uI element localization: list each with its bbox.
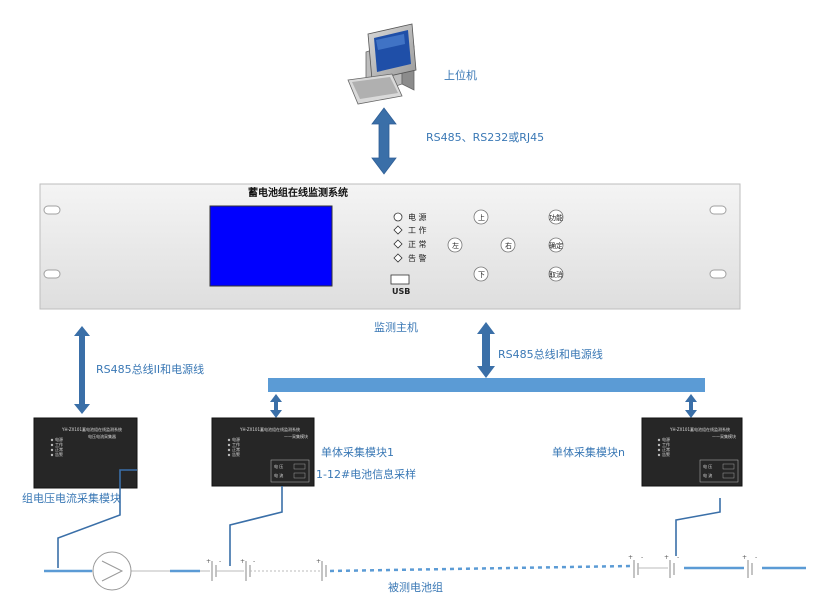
key-func-button[interactable] [548, 209, 564, 225]
cell-module-1-label: 单体采集模块1 [321, 445, 394, 459]
key-cancel-label: 取消 [549, 270, 563, 279]
cell-1-led-power: 电源 [232, 436, 240, 442]
key-down-button[interactable] [473, 266, 489, 282]
work-indicator-icon [393, 225, 403, 235]
cell-plus-4: + [628, 554, 633, 561]
link-top-label: RS485、RS232或RJ45 [426, 131, 544, 144]
cell-n-led-power: 电源 [662, 436, 670, 442]
key-ok-label: 确定 [549, 241, 563, 250]
group-led-normal: 正常 [55, 446, 63, 452]
cell-plus-5: + [664, 554, 669, 561]
battery-group-label: 被测电池组 [388, 580, 443, 594]
current-sensor-icon [92, 551, 132, 591]
usb-label: USB [392, 287, 410, 296]
cell-1-row-current: 电 流 [274, 472, 283, 478]
cell-n-led-work: 工作 [662, 441, 670, 447]
bus-left-label: RS485总线II和电源线 [96, 362, 204, 376]
cell-minus-4: - [641, 554, 643, 561]
cell-1-led-normal: 正常 [232, 446, 240, 452]
group-led-power: 电源 [55, 436, 63, 442]
indicator-power: 电 源 [408, 212, 427, 222]
cell-minus-1: - [219, 558, 221, 565]
cell-module-n-subtitle: ——采集模块 [712, 433, 736, 439]
key-left-label: 左 [452, 241, 459, 250]
key-up-label: 上 [478, 213, 485, 222]
bus-left-arrow [74, 326, 90, 414]
cell-module-1-desc: 1-12#电池信息采样 [316, 467, 416, 481]
group-module-title: YH-ZX101蓄电池组在线监测系统 [61, 426, 122, 432]
cell-plus-3: + [316, 558, 321, 565]
cell-1-led-work: 工作 [232, 441, 240, 447]
alarm-indicator-icon [393, 253, 403, 263]
link-top-arrow [371, 107, 397, 175]
battery-string: + - + - + + - + - + - [44, 551, 806, 591]
indicator-normal: 正 常 [408, 240, 427, 249]
lcd-screen [209, 205, 333, 287]
cell-1-row-voltage: 电 压 [274, 463, 283, 469]
cell-module-n: YH-ZX101蓄电池组在线监测系统 ——采集模块 电源 工作 正常 告警 电 … [641, 417, 743, 487]
sampling-leads [57, 469, 721, 568]
group-led-work: 工作 [55, 441, 63, 447]
cell-n-led-alarm: 告警 [662, 451, 670, 457]
cell-minus-6: - [755, 554, 757, 561]
cell-module-n-title: YH-ZX101蓄电池组在线监测系统 [669, 426, 730, 432]
key-right-label: 右 [505, 241, 512, 250]
cell-1-led-alarm: 告警 [232, 451, 240, 457]
cell-n-led-normal: 正常 [662, 446, 670, 452]
indicator-alarm: 告 警 [408, 253, 427, 263]
cell-module-1-subtitle: ——采集模块 [284, 433, 308, 439]
cell-module-1-title: YH-ZX101蓄电池组在线监测系统 [239, 426, 300, 432]
cell-plus-1: + [206, 558, 211, 565]
monitor-host-chassis [39, 183, 741, 310]
cell-n-row-voltage: 电 压 [703, 463, 712, 469]
usb-port[interactable] [390, 274, 410, 285]
group-module-subtitle: 电压电流采集器 [88, 433, 116, 439]
bus-drop-n-arrow [685, 394, 697, 418]
host-label: 上位机 [444, 68, 477, 82]
cell-n-row-current: 电 流 [703, 472, 712, 478]
bus-right-arrow [477, 322, 495, 378]
monitor-host-label: 监测主机 [374, 320, 418, 334]
panel-title: 蓄电池组在线监测系统 [248, 186, 348, 199]
key-func-label: 功能 [549, 213, 563, 222]
bus-right-label: RS485总线I和电源线 [498, 347, 603, 361]
cell-minus-5: - [677, 554, 679, 561]
cell-plus-2: + [240, 558, 245, 565]
indicator-work: 工 作 [408, 225, 427, 235]
key-ok-button[interactable] [548, 237, 564, 253]
host-computer-icon [347, 23, 417, 105]
normal-indicator-icon [393, 239, 403, 249]
cell-module-n-label: 单体采集模块n [552, 445, 625, 459]
group-voltage-current-module: YH-ZX101蓄电池组在线监测系统 电压电流采集器 电源 工作 正常 告警 [33, 417, 138, 489]
key-cancel-button[interactable] [548, 266, 564, 282]
cell-module-1: YH-ZX101蓄电池组在线监测系统 ——采集模块 电源 工作 正常 告警 电 … [211, 417, 315, 487]
bus-drop-1-arrow [270, 394, 282, 418]
cell-minus-2: - [253, 558, 255, 565]
group-module-label: 组电压电流采集模块 [22, 491, 121, 505]
key-left-button[interactable] [447, 237, 463, 253]
power-indicator-icon [393, 212, 403, 222]
key-up-button[interactable] [473, 209, 489, 225]
keypad: 上 左 右 下 功能 确定 取消 [447, 209, 564, 282]
key-right-button[interactable] [500, 237, 516, 253]
cell-plus-6: + [742, 554, 747, 561]
rs485-bus-bar [268, 378, 705, 392]
status-indicators: 电 源 工 作 正 常 告 警 [393, 212, 427, 263]
key-down-label: 下 [478, 271, 485, 279]
group-led-alarm: 告警 [55, 451, 63, 457]
